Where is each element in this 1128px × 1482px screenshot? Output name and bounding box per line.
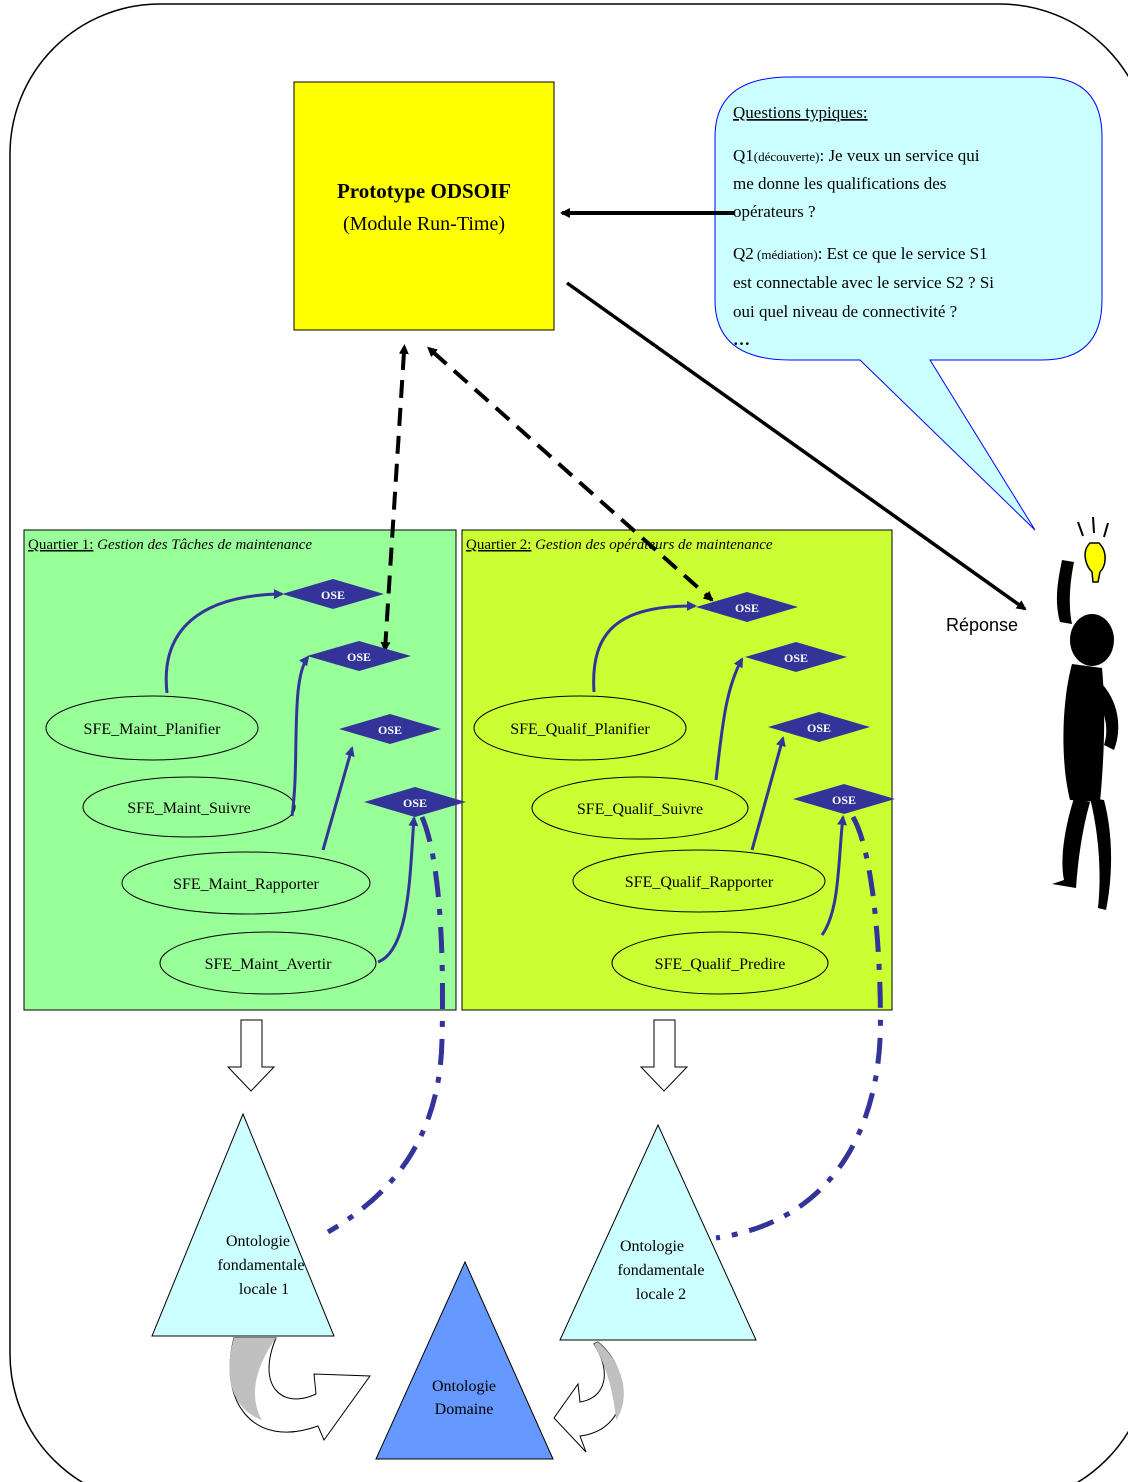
q1-dashdot-link (326, 816, 446, 1235)
q2-ose-1: OSE (696, 592, 798, 622)
svg-text:SFE_Maint_Avertir: SFE_Maint_Avertir (205, 956, 332, 973)
q2-service-predire: SFE_Qualif_Predire (611, 931, 829, 995)
svg-text:OSE: OSE (347, 650, 371, 664)
svg-text:SFE_Qualif_Suivre: SFE_Qualif_Suivre (577, 801, 703, 818)
q1-down-arrow (226, 1019, 276, 1092)
q2-arrow-predire (820, 815, 848, 936)
svg-text:SFE_Qualif_Rapporter: SFE_Qualif_Rapporter (625, 874, 774, 891)
dashed-arrow-q2 (427, 346, 714, 602)
svg-text:OSE: OSE (321, 588, 345, 602)
ontology-local-1: Ontologie fondamentale locale 1 (151, 1112, 335, 1337)
curved-arrow-local1-shade (229, 1338, 276, 1420)
q2-arrow-rapporter (750, 736, 786, 851)
quartier-1-title: Quartier 1: Gestion des Tâches de mainte… (28, 537, 312, 553)
svg-text:locale 1: locale 1 (239, 1281, 289, 1298)
q1-arrow-avertir (377, 816, 419, 964)
prototype-box (293, 81, 555, 331)
svg-text:OSE: OSE (735, 601, 759, 615)
q2-ose-3: OSE (768, 712, 870, 742)
svg-text:Domaine: Domaine (435, 1401, 494, 1418)
q2-down-arrow (639, 1019, 689, 1092)
questions-heading: Questions typiques: (733, 103, 868, 122)
ontology-domain: Ontologie Domaine (375, 1260, 554, 1460)
svg-text:fondamentale: fondamentale (217, 1257, 304, 1274)
q1-service-planifier: SFE_Maint_Planifier (45, 695, 259, 761)
person-figure (1052, 516, 1119, 910)
q1-ose-3: OSE (339, 714, 441, 744)
svg-text:Ontologie: Ontologie (432, 1378, 496, 1395)
q1-service-rapporter: SFE_Maint_Rapporter (121, 851, 371, 915)
outer-frame (9, 3, 1128, 1482)
svg-text:OSE: OSE (807, 721, 831, 735)
curved-arrow-local1-domain (229, 1337, 371, 1442)
svg-text:OSE: OSE (784, 651, 808, 665)
prototype-title: Prototype ODSOIF (337, 179, 511, 203)
dashed-arrow-q1 (380, 344, 409, 652)
lightbulb-icon (1077, 516, 1109, 583)
q2-dashdot-link (715, 815, 883, 1241)
svg-text:OSE: OSE (378, 723, 402, 737)
svg-text:SFE_Qualif_Predire: SFE_Qualif_Predire (655, 956, 786, 973)
q1-arrow-rapporter (321, 746, 355, 851)
q1-arrow-suivre (290, 655, 310, 817)
response-arrow (565, 281, 1027, 611)
svg-text:SFE_Qualif_Planifier: SFE_Qualif_Planifier (510, 721, 650, 738)
svg-text:SFE_Maint_Rapporter: SFE_Maint_Rapporter (173, 876, 319, 893)
quartier-2-title: Quartier 2: Gestion des opérateurs de ma… (466, 537, 773, 553)
q2-service-planifier: SFE_Qualif_Planifier (473, 695, 687, 761)
prototype-subtitle: (Module Run-Time) (343, 213, 505, 235)
q1-ose-4: OSE (364, 787, 466, 817)
svg-text:locale 2: locale 2 (636, 1286, 686, 1303)
q1-service-avertir: SFE_Maint_Avertir (159, 931, 377, 995)
svg-text:OSE: OSE (403, 796, 427, 810)
q2-service-suivre: SFE_Qualif_Suivre (531, 776, 749, 840)
curved-arrow-local2-shade (594, 1342, 624, 1420)
svg-text:SFE_Maint_Suivre: SFE_Maint_Suivre (127, 800, 251, 817)
q2-arrow-planifier (592, 600, 697, 693)
q2-service-rapporter: SFE_Qualif_Rapporter (572, 849, 826, 913)
question-1: Q1(découverte): Je veux un service qui m… (733, 146, 984, 221)
q2-ose-2: OSE (745, 642, 847, 672)
question-2: Q2 (médiation): Est ce que le service S1… (733, 244, 998, 321)
q1-service-suivre: SFE_Maint_Suivre (82, 776, 296, 838)
quartier-1-box (23, 529, 457, 1011)
svg-text:Ontologie: Ontologie (226, 1233, 290, 1250)
q1-ose-2: OSE (307, 641, 411, 671)
response-label: Réponse (946, 615, 1018, 635)
svg-text:fondamentale: fondamentale (617, 1262, 704, 1279)
svg-text:SFE_Maint_Planifier: SFE_Maint_Planifier (84, 721, 222, 738)
q1-ose-1: OSE (282, 579, 384, 609)
svg-text:Ontologie: Ontologie (620, 1238, 684, 1255)
q2-ose-4: OSE (793, 784, 895, 814)
ontology-local-2: Ontologie fondamentale locale 2 (559, 1123, 757, 1341)
svg-text:OSE: OSE (832, 793, 856, 807)
q2-arrow-suivre (714, 657, 744, 781)
questions-ellipsis: … (733, 330, 750, 349)
quartier-2-box (461, 529, 893, 1011)
q1-arrow-planifier (164, 589, 284, 694)
questions-callout (714, 76, 1103, 531)
